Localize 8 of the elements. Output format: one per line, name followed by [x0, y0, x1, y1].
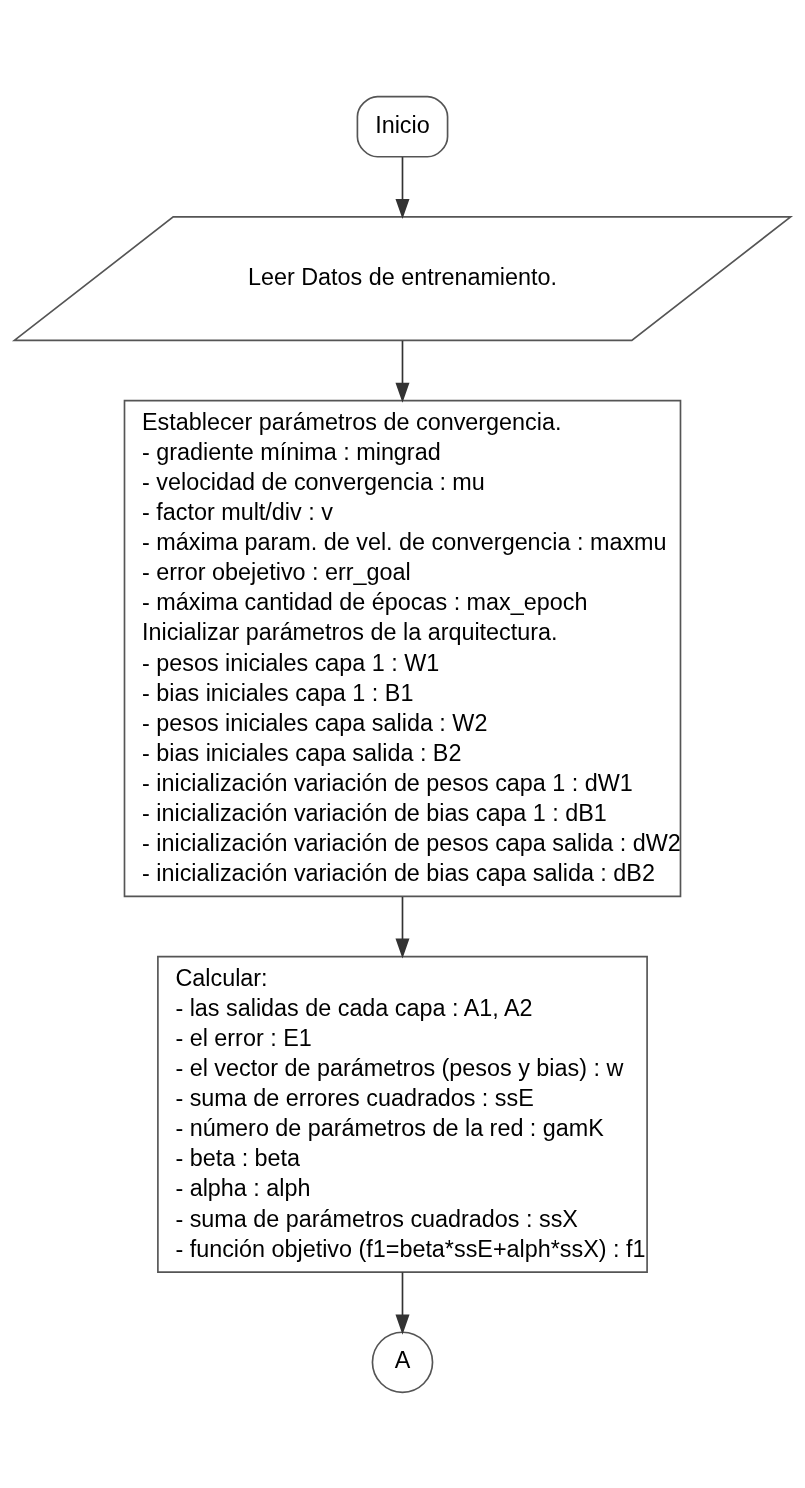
node-box: Inicio [356, 95, 449, 158]
node-circle: A [371, 1330, 434, 1393]
arrow [395, 1270, 410, 1335]
node-box: Establecer parámetros de convergencia. - gradiente mínima : mingrad - velocidad de convergencia : mu - factor mult/div : v - máxima param. de vel. de convergencia : maxmu - error obejetivo : err_goal - máxima cantidad de épocas : max_epoch Inicializar parámetros de la arquitectura. - pesos iniciales capa 1 : W1 - bias iniciales capa 1 : B1 - pesos iniciales capa salida : W2 - bias iniciales capa salida : B2 - inicialización variación de pesos capa 1 : dW1 - inicialización variación de bias capa 1 : dB1 - inicialización variación de pesos capa salida : dW2 - inicialización variación de bias capa salida : dB2 [123, 399, 682, 897]
arrow [395, 339, 410, 403]
arrow [395, 895, 410, 958]
node-box: Calcular: - las salidas de cada capa : A1, A2 - el error : E1 - el vector de parámetros (pesos y bias) : w - suma de errores cuadrados : ssE - número de parámetros de la red : gamK - beta : beta - alpha : alph - suma de parámetros cuadrados : ssX - función objetivo (f1=beta*ssE+alph*ssX) : f1 [157, 955, 648, 1273]
arrow [395, 155, 410, 219]
